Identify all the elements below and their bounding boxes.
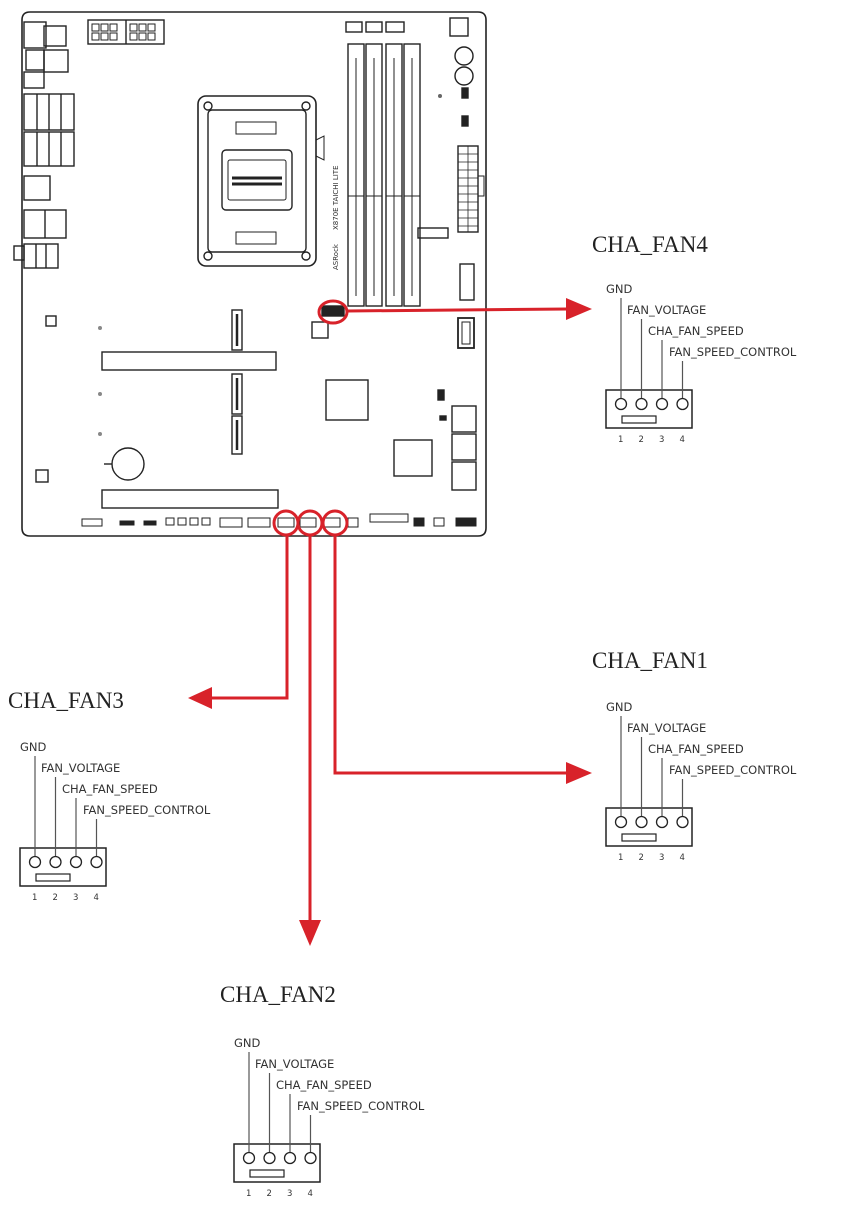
cha-fan1-title: CHA_FAN1 [592, 648, 708, 673]
cha-fan2-title: CHA_FAN2 [220, 982, 336, 1007]
cha-fan2-pin-label: FAN_VOLTAGE [255, 1057, 334, 1071]
top-right-button [449, 17, 469, 37]
cha-fan4-pin [635, 397, 648, 411]
cha-fan4-title: CHA_FAN4 [592, 232, 708, 257]
cha-fan3-pin-number: 2 [53, 893, 58, 903]
cha-fan4-pin-label: GND [606, 282, 633, 296]
cha-fan3-connector-body [19, 847, 107, 887]
cha-fan4-pin-label: FAN_VOLTAGE [627, 303, 706, 317]
cha-fan4-connector-key [621, 415, 657, 424]
cha-fan2-pin-number: 2 [267, 1189, 272, 1199]
callouts [188, 298, 592, 946]
cha-fan2-pin-number: 1 [246, 1189, 251, 1199]
cha-fan4-pin [655, 397, 669, 411]
cha-fan2-pin [263, 1151, 276, 1165]
cha-fan2-pin-number: 4 [308, 1189, 313, 1199]
cha-fan1-pin [635, 815, 648, 829]
cha-fan4-pin-number: 3 [659, 435, 664, 445]
cha-fan1-pin [614, 815, 628, 829]
m2-connector [417, 227, 449, 239]
board-brand: ASRock X870E TAICHI LITE [332, 166, 340, 271]
cha-fan4-pin [614, 397, 628, 411]
cha-fan3-pin-label: FAN_SPEED_CONTROL [83, 803, 211, 817]
cha-fan1-callout-circle [321, 509, 349, 537]
cha-fan4-pin-label: FAN_SPEED_CONTROL [669, 345, 797, 359]
cha-fan1-arrow [333, 535, 568, 775]
cha-fan4-board-header [321, 305, 345, 317]
sata-stack [451, 405, 477, 491]
cha-fan1-connector-body [605, 807, 693, 847]
cha-fan2-pin [283, 1151, 297, 1165]
cha-fan3-pin-number: 1 [32, 893, 37, 903]
cha-fan3-pin-label: FAN_VOLTAGE [41, 761, 120, 775]
motherboard: ASRock X870E TAICHI LITE [13, 11, 487, 537]
m2-slots [231, 309, 243, 455]
cha-fan2-pin-label: FAN_SPEED_CONTROL [297, 1099, 425, 1113]
cha-fan2-pin [304, 1151, 317, 1165]
sata-port [457, 317, 475, 349]
cpu-power-connectors [87, 19, 165, 45]
cha-fan3-pin [90, 855, 103, 869]
cha-fan2-callout-circle [296, 509, 324, 537]
cha-fan1-pin-number: 4 [680, 853, 685, 863]
cha-fan3-connector-key [35, 873, 71, 882]
cha-fan1-pin-label: FAN_SPEED_CONTROL [669, 763, 797, 777]
cha-fan1-pin-label: CHA_FAN_SPEED [648, 742, 744, 756]
capacitor [454, 46, 474, 66]
cha-fan1-pin-label: FAN_VOLTAGE [627, 721, 706, 735]
cha-fan1-pin [655, 815, 669, 829]
cha-fan4-pin-label: CHA_FAN_SPEED [648, 324, 744, 338]
cha-fan1-pin-label: GND [606, 700, 633, 714]
cha-fan4-pin [676, 397, 689, 411]
cha-fan3-title: CHA_FAN3 [8, 688, 124, 713]
atx-power-connector [457, 145, 485, 233]
pcie-slots [101, 351, 279, 509]
cha-fan3-pin [49, 855, 62, 869]
cha-fan2-pin-label: CHA_FAN_SPEED [276, 1078, 372, 1092]
bottom-headers [81, 513, 477, 528]
cha-fan1-connector-key [621, 833, 657, 842]
cha-fan3-pin-label: GND [20, 740, 47, 754]
cha-fan4-arrow [346, 307, 569, 313]
cha-fan2-pin-number: 3 [287, 1189, 292, 1199]
cha-fan4-connector-body [605, 389, 693, 429]
dimm-slots [345, 21, 421, 307]
cha-fan3-pin [69, 855, 83, 869]
cha-fan4-pin-number: 1 [618, 435, 623, 445]
cha-fan1-pin-number: 1 [618, 853, 623, 863]
cpu-socket [197, 95, 325, 267]
chipset [325, 379, 369, 421]
pinout-diagrams: CHA_FAN4GND1FAN_VOLTAGE2CHA_FAN_SPEED3FA… [8, 232, 797, 1199]
cha-fan1-pin-number: 3 [659, 853, 664, 863]
cmos-battery [111, 447, 145, 481]
chipset [393, 439, 433, 477]
cha-fan4-pin-number: 4 [680, 435, 685, 445]
cha-fan3-pin-number: 3 [73, 893, 78, 903]
capacitor [454, 66, 474, 86]
svg-text:ASRock: ASRock [332, 243, 340, 270]
svg-text:X870E TAICHI LITE: X870E TAICHI LITE [332, 166, 340, 231]
cha-fan1-pin [676, 815, 689, 829]
cha-fan4-callout-circle [317, 299, 349, 325]
cha-fan2-pin-label: GND [234, 1036, 261, 1050]
cha-fan2-connector-key [249, 1169, 285, 1178]
cha-fan3-arrow [210, 535, 289, 700]
cha-fan4-pin-number: 2 [639, 435, 644, 445]
cha-fan3-pin-number: 4 [94, 893, 99, 903]
rear-io [13, 21, 75, 269]
usb-header [459, 263, 475, 301]
cha-fan2-pin [242, 1151, 256, 1165]
cha-fan3-pin [28, 855, 42, 869]
cha-fan1-pin-number: 2 [639, 853, 644, 863]
cha-fan2-connector-body [233, 1143, 321, 1183]
cha-fan3-pin-label: CHA_FAN_SPEED [62, 782, 158, 796]
